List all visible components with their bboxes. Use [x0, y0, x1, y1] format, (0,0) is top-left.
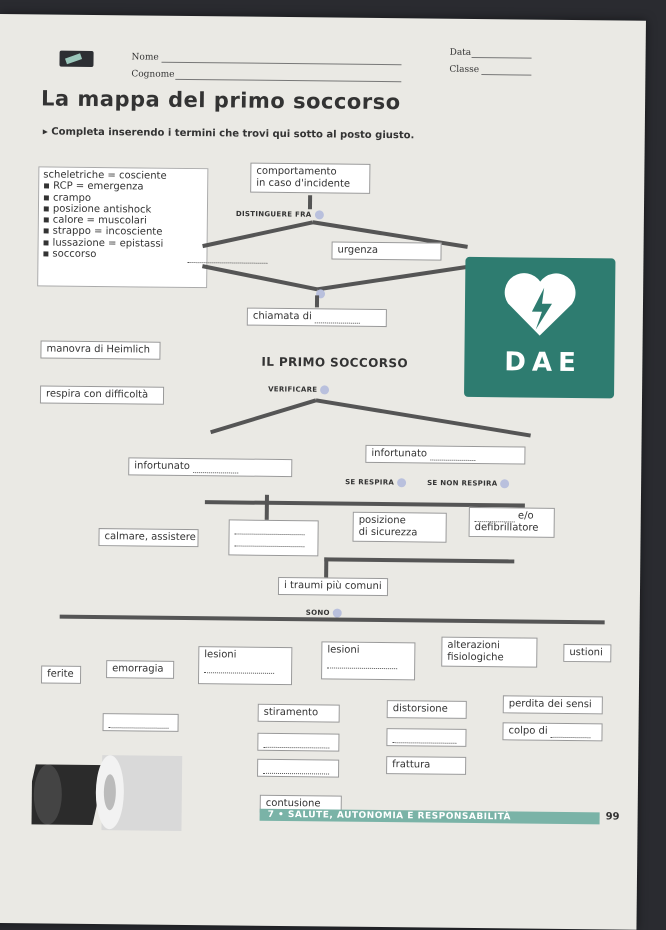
- blank-field[interactable]: [314, 313, 361, 324]
- chapter-footer: 7 • SALUTE, AUTONOMIA E RESPONSABILITÀ: [259, 808, 600, 825]
- blank-field[interactable]: [550, 727, 591, 739]
- se-respira-label: SE RESPIRA: [345, 478, 407, 488]
- lesioni-text: lesioni: [204, 649, 237, 661]
- page-number: 99: [605, 811, 620, 823]
- dot-icon: [320, 385, 330, 395]
- dae-sign: DAE: [464, 256, 616, 399]
- nome-line[interactable]: [161, 61, 402, 66]
- dot-icon: [332, 608, 342, 618]
- connector: [324, 557, 515, 564]
- worksheet-page: Nome Cognome Data Classe La mappa del pr…: [0, 14, 646, 930]
- blank-box[interactable]: [228, 519, 319, 557]
- posizione-box: posizione di sicurezza: [352, 511, 447, 543]
- infortunato-right-box: infortunato: [365, 444, 526, 465]
- sono-label: SONO: [306, 608, 342, 618]
- lesioni-1-box: lesioni: [197, 646, 293, 686]
- calmare-box: calmare, assistere: [98, 528, 199, 548]
- blank-box[interactable]: [257, 732, 340, 752]
- cognome-label: Cognome: [131, 69, 175, 80]
- di-sicurezza-text: di sicurezza: [358, 526, 418, 539]
- traumi-box: i traumi più comuni: [277, 576, 389, 597]
- stiramento-box: stiramento: [257, 703, 340, 723]
- infortunato-left-box: infortunato: [128, 457, 293, 478]
- page-title: La mappa del primo soccorso: [40, 86, 401, 115]
- blank-field[interactable]: [474, 511, 515, 523]
- verificare-label: VERIFICARE: [268, 385, 330, 395]
- bandage-image: [31, 755, 183, 831]
- comportamento-text: comportamento: [256, 165, 337, 178]
- connector: [307, 195, 313, 210]
- colpo-box: colpo di: [502, 722, 603, 742]
- blank-field[interactable]: [193, 463, 239, 474]
- instruction: ▸ Completa inserendo i termini che trovi…: [42, 126, 415, 142]
- manovra-box: manovra di Heimlich: [40, 340, 161, 360]
- respira-difficolta-box: respira con difficoltà: [39, 385, 165, 405]
- dae-label: DAE: [504, 347, 583, 379]
- lesioni-text: lesioni: [327, 644, 360, 656]
- blank-box[interactable]: [386, 728, 467, 747]
- diamond-lines: [201, 220, 468, 292]
- posizione-text: posizione: [358, 514, 406, 527]
- frattura-box: frattura: [386, 756, 467, 775]
- classe-line[interactable]: [481, 74, 532, 76]
- classe-label: Classe: [449, 64, 480, 76]
- connector: [314, 295, 320, 308]
- blank-field[interactable]: [187, 252, 268, 264]
- blank-field[interactable]: [327, 658, 398, 670]
- dot-icon: [397, 478, 407, 488]
- nome-label: Nome: [131, 52, 159, 63]
- blank-box[interactable]: [257, 758, 340, 778]
- blank-field[interactable]: [430, 450, 476, 462]
- comportamento-box: comportamento in caso d'incidente: [250, 162, 371, 194]
- data-label: Data: [449, 47, 472, 58]
- emorragia-box: emorragia: [106, 660, 175, 679]
- blank-box[interactable]: [102, 713, 179, 732]
- se-non-respira-label: SE NON RESPIRA: [427, 478, 510, 489]
- blank-field[interactable]: [204, 663, 275, 674]
- lesioni-2-box: lesioni: [321, 641, 416, 681]
- heart-defibrillator-icon: [504, 273, 576, 336]
- pencil-icon: [59, 50, 94, 67]
- defibrillatore-text: defibrillatore: [474, 521, 539, 534]
- in-caso-text: in caso d'incidente: [256, 177, 351, 190]
- alterazioni-box: alterazioni fisiologiche: [441, 636, 538, 668]
- alterazioni-text: alterazioni: [447, 639, 500, 652]
- dot-icon: [500, 479, 510, 489]
- branch-lines: [210, 398, 531, 438]
- ferite-box: ferite: [40, 665, 82, 684]
- data-line[interactable]: [471, 56, 532, 59]
- connector: [324, 557, 329, 578]
- ustioni-box: ustioni: [563, 643, 612, 663]
- fisiologiche-text: fisiologiche: [447, 651, 504, 664]
- center-title: IL PRIMO SOCCORSO: [261, 354, 409, 371]
- chiamata-box: chiamata di: [246, 307, 387, 328]
- defibrillatore-box: e/o defibrillatore: [468, 506, 555, 538]
- cognome-line[interactable]: [175, 78, 402, 83]
- urgenza-box: urgenza: [331, 241, 442, 261]
- perdita-box: perdita dei sensi: [502, 695, 603, 715]
- distorsione-box: distorsione: [386, 700, 467, 719]
